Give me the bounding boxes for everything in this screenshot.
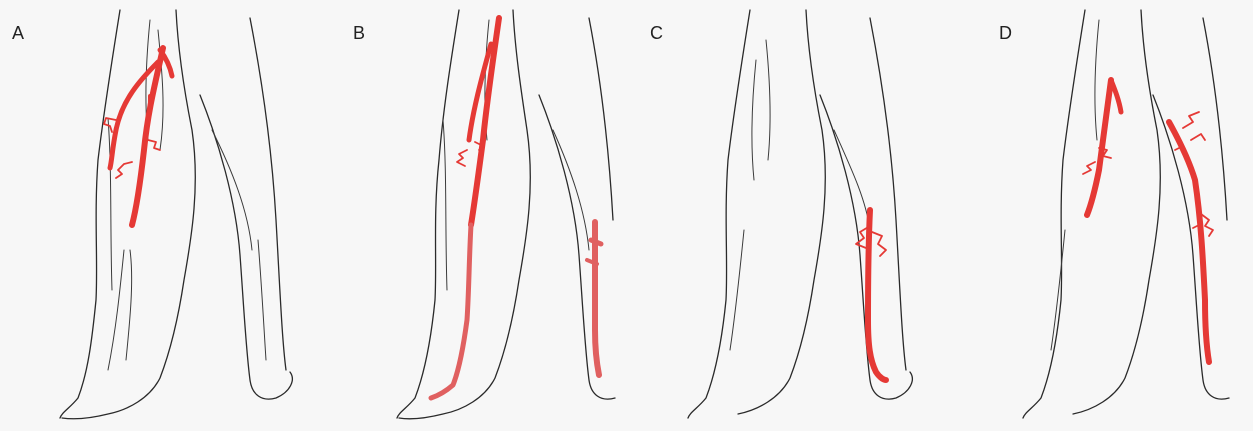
- small-saphenous-reflux: [856, 210, 886, 380]
- back-leg-outline: [539, 18, 615, 399]
- front-leg-outline: [397, 10, 530, 419]
- great-saphenous-reflux: [431, 18, 499, 398]
- panel-a: A: [0, 0, 313, 431]
- panel-d-drawing: [939, 0, 1252, 431]
- panel-d: D: [939, 0, 1252, 431]
- front-leg-outline: [60, 10, 195, 419]
- panel-a-drawing: [0, 0, 313, 431]
- great-saphenous-reflux: [1083, 80, 1121, 215]
- small-saphenous-reflux: [587, 222, 601, 375]
- panel-b-drawing: [313, 0, 626, 431]
- panel-b: B: [313, 0, 626, 431]
- panel-c-drawing: [626, 0, 939, 431]
- front-leg-outline: [688, 10, 825, 418]
- back-leg-outline: [200, 18, 292, 399]
- back-leg-outline: [1153, 18, 1229, 399]
- panel-c: C: [626, 0, 939, 431]
- front-leg-outline: [1023, 10, 1160, 418]
